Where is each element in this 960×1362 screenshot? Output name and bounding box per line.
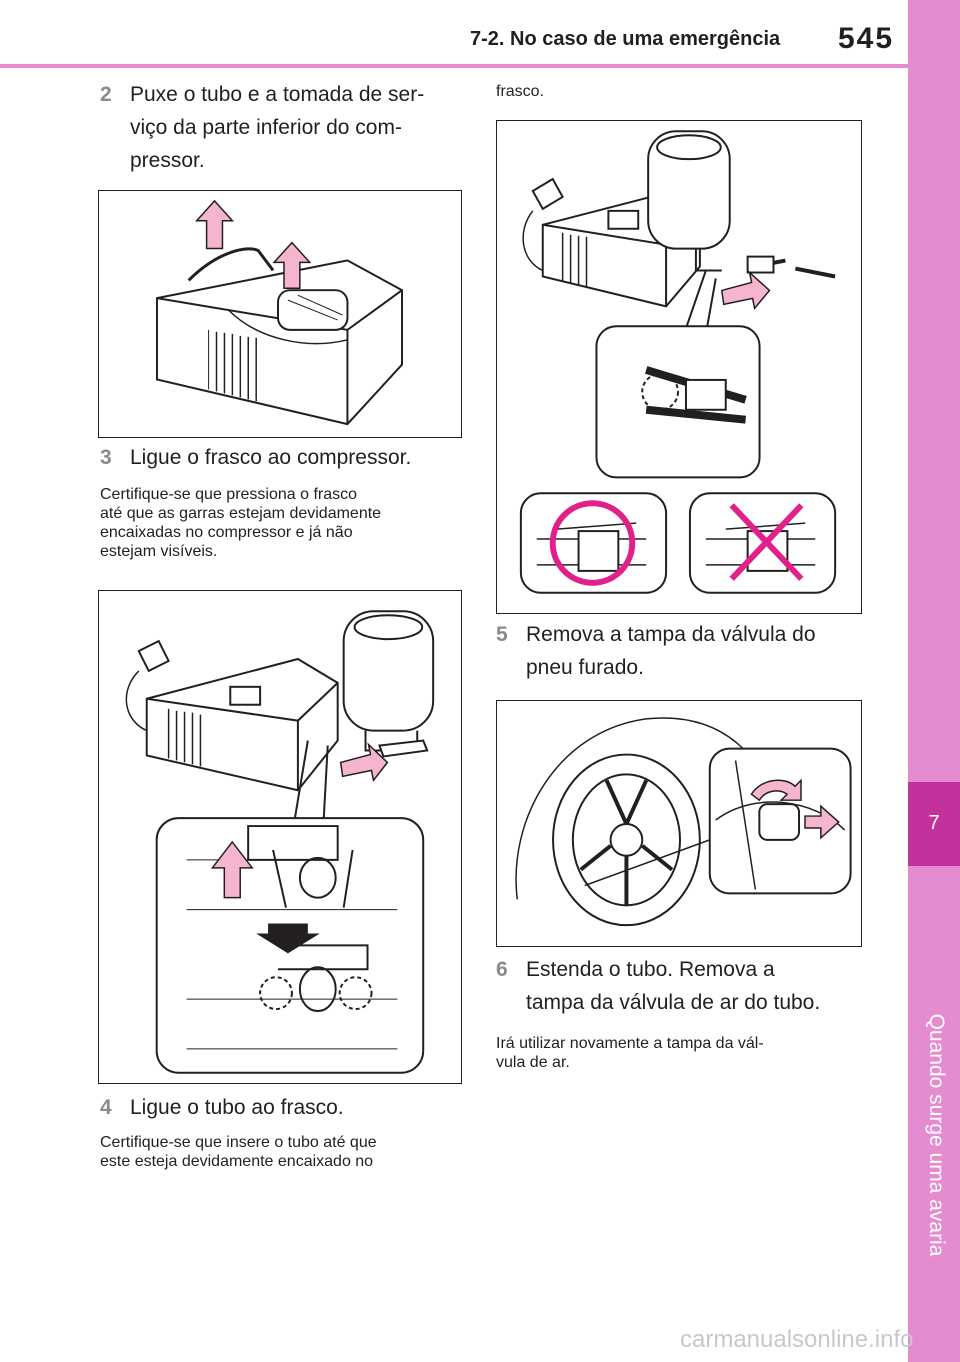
chapter-side-tab xyxy=(908,0,960,1362)
step-2: 2 Puxe o tubo e a tomada de ser- viço da … xyxy=(100,78,460,177)
chapter-title: Quando surge uma avaria xyxy=(925,1013,948,1257)
bottle-compressor-illustration xyxy=(125,610,435,1074)
step-4: 4 Ligue o tubo ao frasco. xyxy=(100,1091,460,1124)
step-text-line: Estenda o tubo. Remova a xyxy=(526,958,775,981)
step-text-line: viço da parte inferior do com- xyxy=(130,116,402,139)
step-number: 4 xyxy=(100,1096,112,1119)
step-text-line: tampa da válvula de ar do tubo. xyxy=(526,991,821,1014)
step-4-note: Certifique-se que insere o tubo até que … xyxy=(100,1133,470,1171)
watermark: carmanualsonline.info xyxy=(680,1326,914,1353)
step-6: 6 Estenda o tubo. Remova a tampa da válvu… xyxy=(496,953,866,1019)
step-6-note: Irá utilizar novamente a tampa da vál- v… xyxy=(496,1034,866,1072)
tire-valve-illustration xyxy=(515,717,852,927)
figure-connect-bottle xyxy=(98,590,462,1084)
step-number: 5 xyxy=(496,623,508,646)
step-text-line: Ligue o frasco ao compressor. xyxy=(130,446,412,469)
note-line: estejam visíveis. xyxy=(100,543,218,560)
section-title: 7-2. No caso de uma emergência xyxy=(470,28,781,50)
step-3-note: Certifique-se que pressiona o frasco até… xyxy=(100,485,470,561)
note-line: encaixadas no compressor e já não xyxy=(100,524,353,541)
note-line: Irá utilizar novamente a tampa da vál- xyxy=(496,1035,764,1052)
step-text-line: Ligue o tubo ao frasco. xyxy=(130,1096,344,1119)
note-line: Certifique-se que insere o tubo até que xyxy=(100,1134,377,1151)
note-line: este esteja devidamente encaixado no xyxy=(100,1153,374,1170)
figure-connect-tube xyxy=(496,120,862,614)
note-line: Certifique-se que pressiona o frasco xyxy=(100,486,358,503)
step-text-line: Puxe o tubo e a tomada de ser- xyxy=(130,83,425,106)
step-3: 3 Ligue o frasco ao compressor. xyxy=(100,441,460,474)
chapter-number-box xyxy=(908,782,960,866)
header-rule xyxy=(0,64,908,68)
step-5: 5 Remova a tampa da válvula do pneu furad… xyxy=(496,618,866,684)
page-number: 545 xyxy=(838,22,895,55)
step-4-note-continued: frasco. xyxy=(496,83,545,100)
step-text-line: pressor. xyxy=(130,149,205,172)
figure-compressor-pull-tube xyxy=(98,190,462,438)
chapter-number: 7 xyxy=(928,812,940,834)
step-text-line: Remova a tampa da válvula do xyxy=(526,623,816,646)
tube-bottle-illustration xyxy=(519,130,837,594)
step-text-line: pneu furado. xyxy=(526,656,644,679)
note-line: até que as garras estejam devidamente xyxy=(100,505,382,522)
note-line: vula de ar. xyxy=(496,1054,570,1071)
step-number: 6 xyxy=(496,958,508,981)
step-number: 3 xyxy=(100,446,112,469)
compressor-illustration xyxy=(156,199,403,426)
figure-remove-valve-cap xyxy=(496,700,862,947)
step-number: 2 xyxy=(100,83,112,106)
